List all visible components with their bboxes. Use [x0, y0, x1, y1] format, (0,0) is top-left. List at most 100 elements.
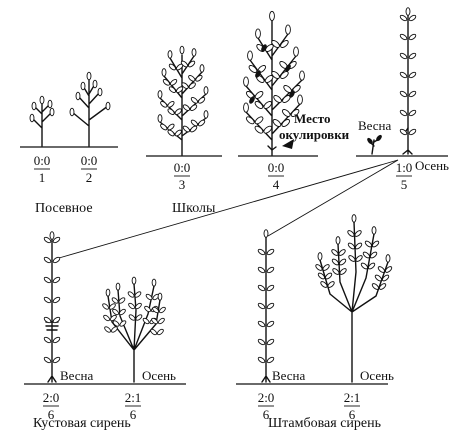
leaf-icon [187, 60, 196, 68]
leaf-icon [156, 328, 164, 336]
leaf-icon [378, 283, 387, 290]
leaf-icon [399, 52, 408, 60]
leaf-icon [118, 297, 126, 304]
leaf-icon [168, 86, 177, 93]
leaf-icon [52, 356, 61, 364]
leaf-icon [69, 107, 75, 117]
label-spring-top: Весна [358, 118, 391, 133]
code-2-top: 0:0 [81, 153, 98, 168]
leaf-icon [115, 282, 121, 291]
leaf-icon [285, 64, 291, 72]
leaf-icon [197, 119, 206, 127]
plant-standard-spring [261, 231, 271, 383]
leaf-icon [348, 255, 356, 262]
plant-2-seedling [71, 79, 109, 147]
leaf-icon [157, 114, 163, 123]
code-6-top: 2:0 [43, 390, 60, 405]
leaf-icon [261, 44, 267, 52]
leaf-icon [266, 356, 275, 364]
leaf-icon [257, 302, 266, 310]
leaf-icon [142, 317, 150, 325]
leaf-icon [405, 7, 411, 16]
leaf-icon [157, 317, 165, 325]
code-3-top: 0:0 [174, 160, 191, 175]
code-5-top: 1:0 [396, 160, 413, 175]
leaf-icon [128, 314, 136, 321]
leaf-icon [263, 125, 273, 134]
leaf-icon [52, 256, 61, 264]
leaf-icon [188, 75, 196, 82]
code-8-bottom: 6 [263, 407, 270, 422]
leaf-icon [299, 70, 305, 81]
leaf-icon [362, 251, 371, 259]
leaf-icon [110, 326, 118, 333]
leaf-icon [266, 248, 275, 256]
leaf-icon [254, 101, 264, 109]
leaf-icon [108, 303, 116, 310]
leaf-icon [281, 119, 291, 127]
code-7-top: 2:1 [125, 390, 142, 405]
leaf-icon [180, 60, 189, 68]
leaf-icon [118, 308, 126, 316]
leaf-icon [182, 125, 191, 133]
leaf-icon [169, 79, 178, 86]
leaf-icon [399, 14, 408, 22]
leaf-icon [243, 76, 249, 87]
leaf-icon [47, 99, 53, 109]
leaf-icon [174, 108, 182, 115]
leaf-icon [145, 293, 153, 301]
leaf-icon [160, 123, 168, 131]
leaf-icon [167, 101, 175, 108]
leaf-icon [203, 110, 209, 119]
leaf-icon [272, 119, 282, 127]
leaf-icon [266, 338, 275, 346]
leaf-icon [408, 90, 417, 98]
code-4: 0:0 4 [268, 160, 285, 192]
leaf-icon [243, 102, 249, 113]
code-3: 0:0 3 [174, 160, 191, 192]
leaf-icon [175, 86, 184, 93]
leaf-icon [31, 101, 37, 111]
leaf-icon [144, 305, 152, 313]
leaf-icon [160, 101, 168, 108]
code-1-bottom: 1 [39, 170, 46, 185]
leaf-icon [80, 81, 86, 91]
leaf-icon [103, 314, 111, 322]
leaf-icon [257, 266, 266, 274]
leaf-icon [399, 109, 408, 117]
leaf-icon [271, 40, 280, 48]
leaf-icon [317, 252, 323, 261]
leaf-icon [266, 302, 275, 310]
leaf-icon [157, 90, 163, 99]
leaf-icon [290, 109, 300, 117]
leaf-icon [263, 101, 273, 109]
leaf-icon [369, 251, 378, 259]
leaf-icon [360, 262, 369, 270]
leaf-icon [271, 71, 280, 79]
leaf-icon [408, 52, 417, 60]
code-9: 2:1 6 [344, 390, 361, 422]
label-budding-site-line2: окулировки [279, 127, 350, 142]
leaf-icon [128, 302, 136, 310]
leaf-icon [92, 79, 98, 89]
leaf-icon [247, 50, 253, 61]
leaf-icon [367, 137, 373, 145]
leaf-icon [257, 248, 266, 256]
leaf-icon [354, 230, 362, 237]
label-standard-lilac: Штамбовая сирень [268, 416, 381, 431]
leaf-icon [199, 64, 205, 73]
code-3-bottom: 3 [179, 177, 186, 192]
leaf-icon [347, 242, 356, 250]
leaf-icon [152, 306, 160, 314]
leaf-icon [273, 95, 282, 103]
leaf-icon [43, 356, 52, 364]
leaf-icon [254, 91, 264, 99]
leaf-icon [151, 278, 157, 287]
leaf-icon [289, 90, 295, 98]
connector-to-standard-lilac [267, 159, 399, 237]
leaf-icon [112, 308, 120, 316]
code-6-bottom: 6 [48, 407, 55, 422]
leaf-icon [385, 254, 391, 263]
